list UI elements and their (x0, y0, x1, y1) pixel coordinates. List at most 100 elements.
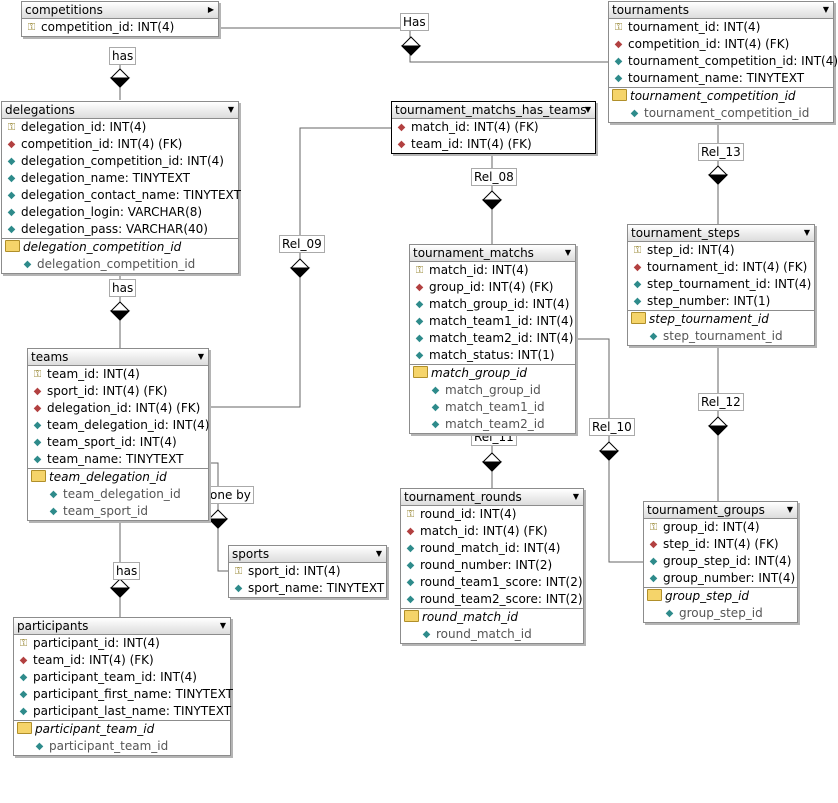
column-row[interactable]: ◆delegation_contact_name: TINYTEXT (2, 187, 241, 204)
table-header[interactable]: tournament_matchs_has_teams▼ (392, 102, 595, 119)
table-sports[interactable]: sports▼⚿sport_id: INT(4)◆sport_name: TIN… (228, 545, 387, 598)
column-row[interactable]: ◆participant_first_name: TINYTEXT (14, 686, 233, 703)
column-row[interactable]: ◆round_match_id: INT(4) (401, 540, 583, 557)
table-header[interactable]: teams▼ (28, 349, 208, 366)
index-row[interactable]: participant_team_id (14, 720, 230, 738)
triangle-down-icon[interactable]: ▼ (822, 5, 829, 14)
triangle-down-icon[interactable]: ▼ (375, 549, 382, 558)
column-row[interactable]: ◆delegation_name: TINYTEXT (2, 170, 238, 187)
column-row[interactable]: ◆sport_id: INT(4) (FK) (28, 383, 208, 400)
column-row[interactable]: ⚿delegation_id: INT(4) (2, 119, 238, 136)
triangle-down-icon[interactable]: ▶ (207, 5, 214, 14)
table-participants[interactable]: participants▼⚿participant_id: INT(4)◆tea… (13, 617, 233, 756)
table-header[interactable]: delegations▼ (2, 102, 238, 119)
column-row[interactable]: ⚿sport_id: INT(4) (229, 563, 386, 580)
column-row[interactable]: ◆team_id: INT(4) (FK) (14, 652, 230, 669)
column-row[interactable]: ◆group_number: INT(4) (644, 570, 797, 587)
table-tournament-matchs-has-teams[interactable]: tournament_matchs_has_teams▼◆match_id: I… (391, 101, 596, 154)
index-column-row[interactable]: ◆participant_team_id (14, 738, 230, 755)
table-header[interactable]: tournament_groups▼ (644, 502, 797, 519)
index-row[interactable]: team_delegation_id (28, 468, 208, 486)
triangle-down-icon[interactable]: ▼ (564, 248, 571, 257)
index-column-row[interactable]: ◆team_delegation_id (28, 486, 208, 503)
column-row[interactable]: ◆delegation_id: INT(4) (FK) (28, 400, 208, 417)
triangle-down-icon[interactable]: ▼ (584, 105, 591, 114)
triangle-down-icon[interactable]: ▼ (197, 352, 204, 361)
column-row[interactable]: ◆competition_id: INT(4) (FK) (2, 136, 238, 153)
table-tournament-matchs[interactable]: tournament_matchs▼⚿match_id: INT(4)◆grou… (409, 244, 576, 434)
column-row[interactable]: ⚿participant_id: INT(4) (14, 635, 230, 652)
table-header[interactable]: tournament_steps▼ (628, 225, 814, 242)
column-row[interactable]: ◆competition_id: INT(4) (FK) (609, 36, 833, 53)
table-tournament-steps[interactable]: tournament_steps▼⚿step_id: INT(4)◆tourna… (627, 224, 815, 346)
index-column-row[interactable]: ◆step_tournament_id (628, 328, 814, 345)
table-header[interactable]: participants▼ (14, 618, 230, 635)
index-row[interactable]: delegation_competition_id (2, 238, 238, 256)
table-delegations[interactable]: delegations▼⚿delegation_id: INT(4)◆compe… (1, 101, 241, 274)
index-column-label: match_team1_id (445, 400, 545, 414)
column-row[interactable]: ◆team_name: TINYTEXT (28, 451, 208, 468)
index-row[interactable]: tournament_competition_id (609, 87, 833, 105)
column-row[interactable]: ◆match_team1_id: INT(4) (410, 313, 575, 330)
triangle-down-icon[interactable]: ▼ (803, 228, 810, 237)
column-row[interactable]: ◆match_team2_id: INT(4) (410, 330, 575, 347)
column-row[interactable]: ◆step_number: INT(1) (628, 293, 814, 310)
index-column-row[interactable]: ◆team_sport_id (28, 503, 208, 520)
triangle-down-icon[interactable]: ▼ (786, 505, 793, 514)
table-header[interactable]: tournaments▼ (609, 2, 833, 19)
table-header[interactable]: tournament_matchs▼ (410, 245, 575, 262)
index-column-row[interactable]: ◆delegation_competition_id (2, 256, 238, 273)
column-row[interactable]: ⚿competition_id: INT(4) (22, 19, 218, 36)
column-row[interactable]: ◆round_team2_score: INT(2) (401, 591, 583, 608)
table-header[interactable]: sports▼ (229, 546, 386, 563)
index-column-row[interactable]: ◆tournament_competition_id (609, 105, 833, 122)
index-row[interactable]: step_tournament_id (628, 310, 814, 328)
column-row[interactable]: ◆match_id: INT(4) (FK) (401, 523, 583, 540)
column-row[interactable]: ◆delegation_login: VARCHAR(8) (2, 204, 238, 221)
table-competitions[interactable]: competitions▶⚿competition_id: INT(4) (21, 1, 219, 37)
column-row[interactable]: ◆round_team1_score: INT(2) (401, 574, 583, 591)
column-row[interactable]: ⚿step_id: INT(4) (628, 242, 814, 259)
column-row[interactable]: ◆delegation_competition_id: INT(4) (2, 153, 238, 170)
column-row[interactable]: ◆team_sport_id: INT(4) (28, 434, 208, 451)
column-row[interactable]: ◆tournament_name: TINYTEXT (609, 70, 833, 87)
index-row[interactable]: match_group_id (410, 364, 575, 382)
table-tournament-groups[interactable]: tournament_groups▼⚿group_id: INT(4)◆step… (643, 501, 798, 623)
index-column-row[interactable]: ◆round_match_id (401, 626, 583, 643)
triangle-down-icon[interactable]: ▼ (227, 105, 234, 114)
column-row[interactable]: ⚿tournament_id: INT(4) (609, 19, 833, 36)
column-row[interactable]: ◆team_id: INT(4) (FK) (392, 136, 595, 153)
index-column-row[interactable]: ◆match_team1_id (410, 399, 575, 416)
column-row[interactable]: ◆step_id: INT(4) (FK) (644, 536, 797, 553)
column-row[interactable]: ◆delegation_pass: VARCHAR(40) (2, 221, 238, 238)
index-column-row[interactable]: ◆match_group_id (410, 382, 575, 399)
column-row[interactable]: ◆round_number: INT(2) (401, 557, 583, 574)
column-row[interactable]: ⚿team_id: INT(4) (28, 366, 208, 383)
column-row[interactable]: ◆team_delegation_id: INT(4) (28, 417, 210, 434)
column-row[interactable]: ◆sport_name: TINYTEXT (229, 580, 386, 597)
index-column-row[interactable]: ◆group_step_id (644, 605, 797, 622)
column-row[interactable]: ◆participant_last_name: TINYTEXT (14, 703, 231, 720)
column-row[interactable]: ◆step_tournament_id: INT(4) (628, 276, 814, 293)
table-header[interactable]: tournament_rounds▼ (401, 489, 583, 506)
index-row[interactable]: round_match_id (401, 608, 583, 626)
triangle-down-icon[interactable]: ▼ (219, 621, 226, 630)
column-row[interactable]: ◆group_id: INT(4) (FK) (410, 279, 575, 296)
column-row[interactable]: ⚿round_id: INT(4) (401, 506, 583, 523)
table-tournaments[interactable]: tournaments▼⚿tournament_id: INT(4)◆compe… (608, 1, 838, 123)
column-row[interactable]: ◆match_group_id: INT(4) (410, 296, 575, 313)
column-row[interactable]: ⚿group_id: INT(4) (644, 519, 797, 536)
column-row[interactable]: ⚿match_id: INT(4) (410, 262, 575, 279)
triangle-down-icon[interactable]: ▼ (572, 492, 579, 501)
column-row[interactable]: ◆tournament_competition_id: INT(4) (609, 53, 838, 70)
column-row[interactable]: ◆participant_team_id: INT(4) (14, 669, 230, 686)
table-header[interactable]: competitions▶ (22, 2, 218, 19)
table-teams[interactable]: teams▼⚿team_id: INT(4)◆sport_id: INT(4) … (27, 348, 209, 521)
index-row[interactable]: group_step_id (644, 587, 797, 605)
column-row[interactable]: ◆match_status: INT(1) (410, 347, 575, 364)
index-column-row[interactable]: ◆match_team2_id (410, 416, 575, 433)
table-tournament-rounds[interactable]: tournament_rounds▼⚿round_id: INT(4)◆matc… (400, 488, 584, 644)
column-row[interactable]: ◆group_step_id: INT(4) (644, 553, 797, 570)
column-row[interactable]: ◆match_id: INT(4) (FK) (392, 119, 595, 136)
column-row[interactable]: ◆tournament_id: INT(4) (FK) (628, 259, 814, 276)
